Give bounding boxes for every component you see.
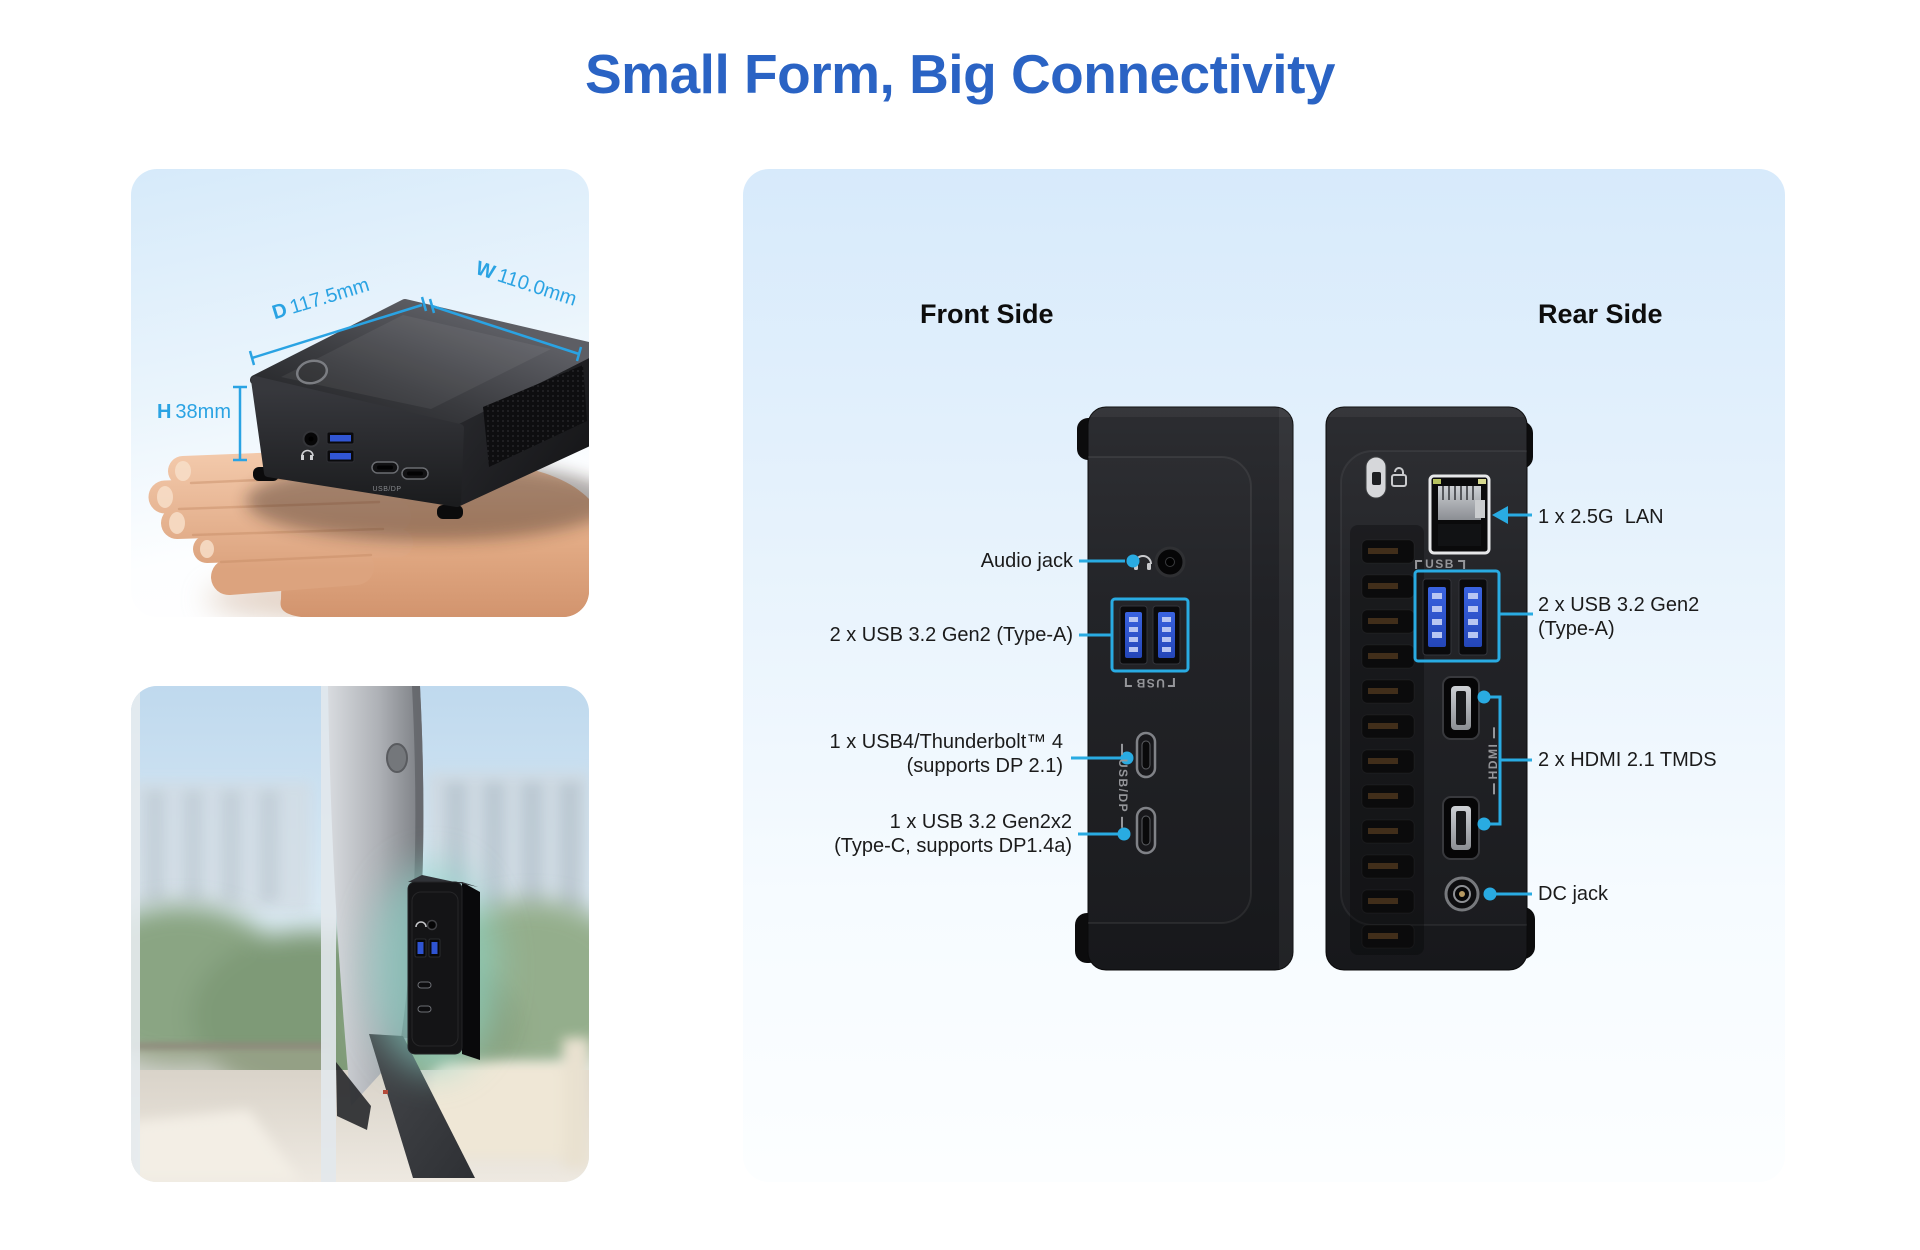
- monitor-bezel-edge: [336, 1062, 371, 1130]
- stand-logo: [383, 1090, 388, 1094]
- front-device-illustration: [1075, 406, 1294, 971]
- typec-label: 1 x USB 3.2 Gen2x2 (Type-C, supports DP1…: [834, 811, 1072, 857]
- kensington-lock: [1365, 456, 1387, 499]
- hdmi-port: [1442, 676, 1480, 740]
- audio-jack-port: [426, 919, 438, 931]
- audio-jack-port: [1154, 546, 1186, 578]
- front-side-heading: Front Side: [920, 299, 1054, 329]
- dc-jack-port: [1444, 876, 1480, 912]
- usb-a-ports: [414, 938, 441, 958]
- device-in-hand-illustration: USB/DP: [148, 296, 589, 617]
- monitor-mount-illustration: [131, 686, 589, 1182]
- lan-led: [1433, 479, 1441, 484]
- lock-icon: [1391, 467, 1407, 487]
- rear-usb-print: USB: [1415, 557, 1465, 571]
- front-usbdp-print: USB/DP: [1116, 740, 1130, 832]
- headphone-icon: [301, 449, 314, 460]
- mounted-mini-pc: [407, 875, 480, 1060]
- ports-diagram: [1071, 406, 1535, 971]
- dash-decoration: [1492, 727, 1495, 739]
- headphone-icon: [415, 921, 427, 928]
- usb-a-ports: [326, 431, 355, 463]
- window-frame: [131, 686, 140, 1182]
- usb-c-ports: [371, 461, 429, 480]
- usb-a-port: [1152, 605, 1181, 665]
- usb-highlight-box: [1413, 569, 1501, 663]
- chair: [427, 1062, 589, 1158]
- lan-led: [1478, 479, 1486, 484]
- usb-c-ports: [417, 981, 432, 1013]
- arrow-icon: [1492, 506, 1508, 524]
- rear-usba-label: 2 x USB 3.2 Gen2 (Type-A): [1538, 594, 1700, 640]
- audio-jack-label: Audio jack: [980, 550, 1073, 572]
- callout-dots: [1117, 506, 1508, 901]
- mounted-photo-card: [131, 686, 589, 1182]
- mini-pc: USB/DP: [250, 299, 589, 519]
- lan-port: [1428, 474, 1491, 555]
- front-usba-label: 2 x USB 3.2 Gen2 (Type-A): [829, 624, 1073, 646]
- dash-decoration: [1121, 743, 1124, 755]
- front-ports: USB/DP: [301, 430, 429, 493]
- fingernails: [157, 461, 214, 558]
- hdmi-port: [1442, 796, 1480, 860]
- cable-hole: [386, 743, 408, 773]
- bracket-decoration: [1415, 560, 1423, 570]
- usb-c-port: [1135, 806, 1157, 855]
- hdmi-label: 2 x HDMI 2.1 TMDS: [1538, 749, 1717, 771]
- thunderbolt-label: 1 x USB4/Thunderbolt™ 4 (supports DP 2.1…: [829, 731, 1063, 777]
- monitor-back: [328, 686, 475, 1178]
- bracket-decoration: [1457, 560, 1465, 570]
- callout-lines: [1071, 513, 1533, 896]
- dash-decoration: [1492, 783, 1495, 795]
- rear-side-heading: Rear Side: [1538, 299, 1663, 329]
- dc-jack-label: DC jack: [1538, 883, 1609, 905]
- dimension-lines: [233, 296, 583, 462]
- usb-a-port: [1119, 605, 1148, 665]
- usbdp-print-small: USB/DP: [372, 486, 401, 493]
- bracket-decoration: [1167, 677, 1175, 687]
- power-button: [295, 359, 329, 385]
- rear-device-illustration: [1325, 406, 1535, 971]
- furniture: [131, 1038, 589, 1182]
- rear-hdmi-print: HDMI: [1486, 724, 1500, 799]
- ports-diagram-card: Front Side Rear Side USB USB/DP USB HDMI…: [743, 169, 1785, 1182]
- front-usb-print: USB: [1125, 676, 1175, 690]
- table: [131, 1110, 301, 1182]
- dash-decoration: [1121, 817, 1124, 829]
- bracket-decoration: [1125, 677, 1133, 687]
- monitor-stand: [369, 1034, 475, 1178]
- usb-c-port: [1135, 731, 1157, 779]
- page-title: Small Form, Big Connectivity: [584, 43, 1336, 105]
- usb-a-port: [1422, 578, 1452, 656]
- lan-label: 1 x 2.5G LAN: [1538, 506, 1664, 528]
- usb-a-port: [1458, 578, 1488, 656]
